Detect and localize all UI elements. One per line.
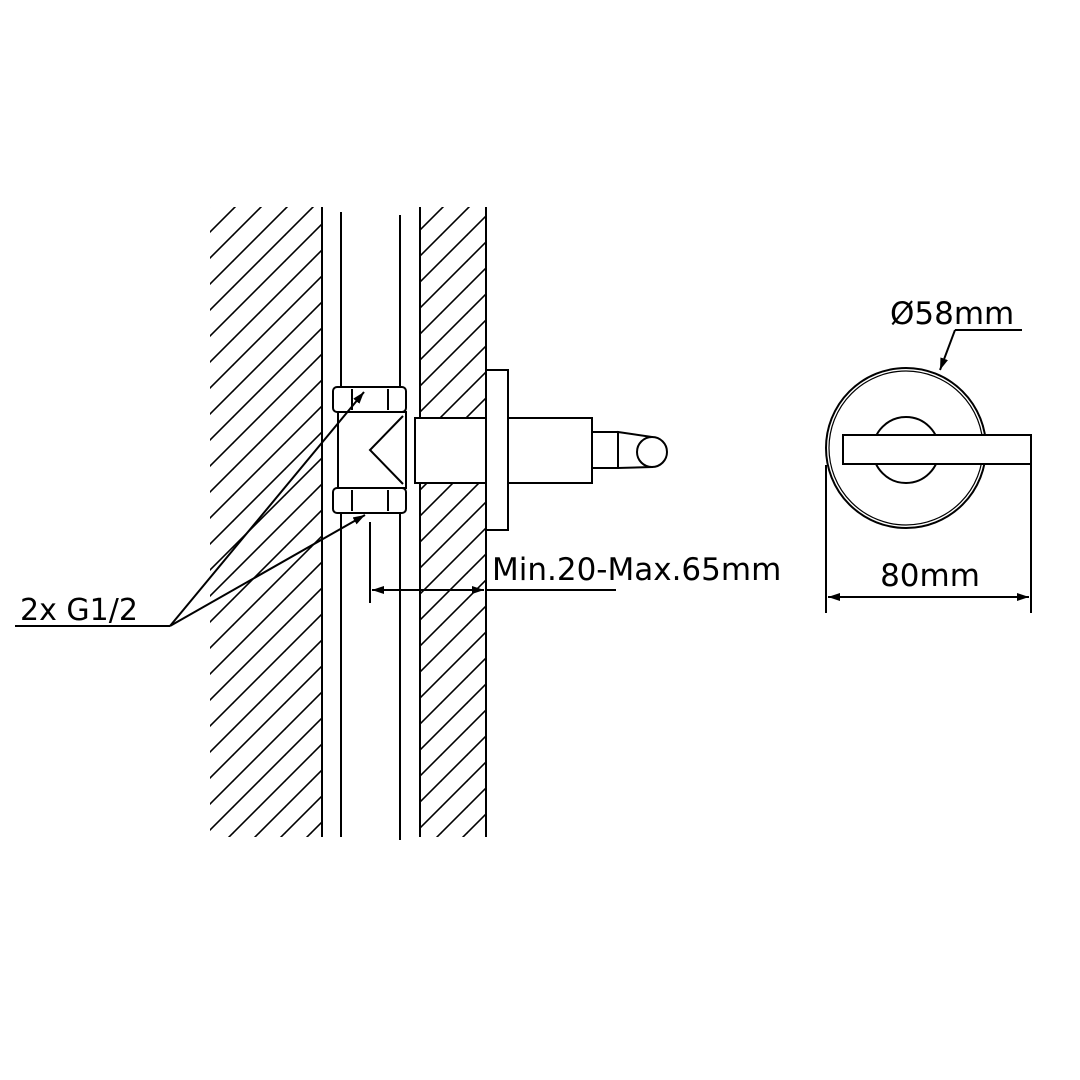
depth-range-label: Min.20-Max.65mm [492,552,781,588]
thread-leader [169,514,366,627]
thread-label: 2x G1/2 [20,593,138,628]
lever [842,434,1032,465]
diameter-leader [939,329,956,371]
left-wall-hatch [210,207,322,837]
valve-body [332,369,668,531]
thread-leader [169,391,365,627]
lever-length-label: 80mm [880,558,980,594]
diameter-label: Ø58mm [890,296,1014,332]
right-wall-hatch [420,207,486,837]
